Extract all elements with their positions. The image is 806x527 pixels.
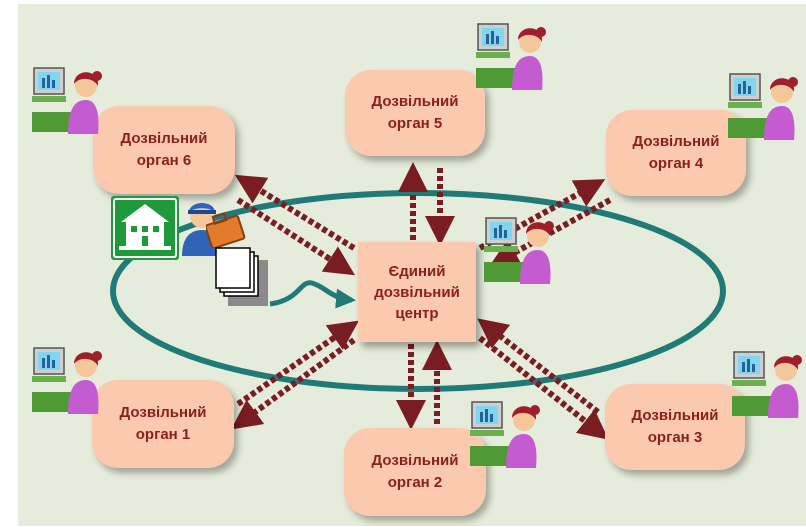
- organ-3-box: Дозвільний орган 3: [605, 384, 745, 470]
- documents-icon: [215, 247, 268, 306]
- workstation-user-icon: [732, 351, 802, 418]
- briefcase-icon: [206, 212, 246, 248]
- organ-4-line2: орган 4: [648, 155, 704, 172]
- organ-3-line1: Дозвільний: [631, 407, 719, 424]
- organ-2-box: Дозвільний орган 2: [344, 428, 486, 516]
- applicant-person-icon: [182, 203, 222, 256]
- organ-3-line2: орган 3: [647, 429, 703, 446]
- organ-1-line1: Дозвільний: [119, 404, 207, 421]
- workstation-user-icon: [32, 347, 102, 414]
- arrow-applicant-to-center: [269, 280, 356, 309]
- arrow-organ-3-to-center: [477, 318, 600, 415]
- organ-2-line2: орган 2: [387, 474, 443, 491]
- workstation-user-icon: [470, 401, 540, 468]
- workstation-user-icon: [728, 73, 798, 140]
- arrow-center-to-organ-4: [478, 179, 606, 251]
- arrow-organ-1-to-center: [236, 320, 359, 407]
- workstation-user-icon: [476, 23, 546, 90]
- center-line2: дозвільний: [374, 283, 460, 301]
- center-line1: Єдиний: [388, 262, 446, 280]
- organ-5-line1: Дозвільний: [371, 93, 459, 110]
- organ-1-box: Дозвільний орган 1: [92, 380, 234, 468]
- workstation-user-icon: [32, 67, 102, 134]
- arrow-center-to-organ-1: [231, 337, 356, 430]
- organ-2-line1: Дозвільний: [371, 452, 459, 469]
- arrow-center-to-organ-6: [234, 174, 356, 251]
- organ-6-box: Дозвільний орган 6: [93, 106, 235, 194]
- organ-6-line2: орган 6: [136, 152, 192, 169]
- organ-5-box: Дозвільний орган 5: [345, 70, 485, 156]
- single-permit-center-box: Єдиний дозвільний центр: [358, 242, 476, 342]
- workstation-user-icon: [484, 217, 554, 284]
- arrow-organ-6-to-center: [236, 197, 356, 276]
- house-icon: [111, 196, 179, 260]
- arrow-organ-4-to-center: [488, 197, 612, 267]
- organ-1-line2: орган 1: [135, 426, 191, 443]
- organ-6-line1: Дозвільний: [120, 130, 208, 147]
- organ-4-box: Дозвільний орган 4: [606, 110, 746, 196]
- arrow-center-to-organ-3: [478, 335, 609, 440]
- center-line3: центр: [395, 304, 439, 322]
- organ-5-line2: орган 5: [387, 115, 443, 132]
- organ-4-line1: Дозвільний: [632, 133, 720, 150]
- central-ring: [110, 190, 726, 392]
